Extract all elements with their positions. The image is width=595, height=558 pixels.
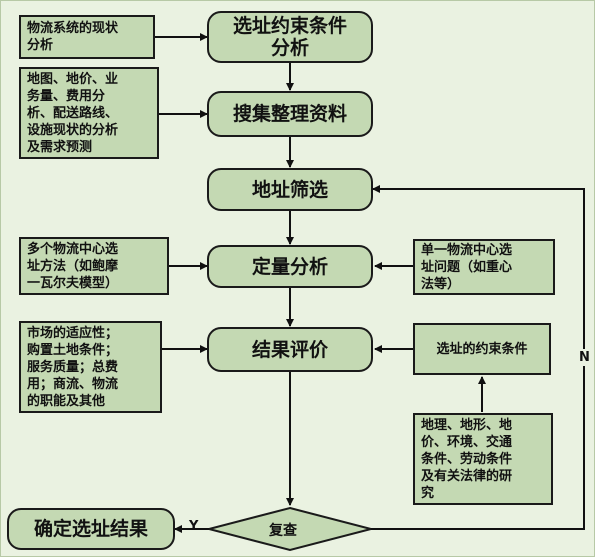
node-geo-factors-text: 地理、地形、地 价、环境、交通 条件、劳动条件 及有关法律的研 究 [421, 417, 513, 501]
node-site-screening: 地址筛选 [207, 168, 373, 211]
node-site-constraints: 选址的约束条件 [413, 323, 551, 375]
node-site-constraints-text: 选址的约束条件 [436, 341, 528, 357]
node-result-eval-text: 结果评价 [251, 338, 328, 361]
node-geo-factors: 地理、地形、地 价、环境、交通 条件、劳动条件 及有关法律的研 究 [413, 413, 553, 505]
node-site-screening-text: 地址筛选 [251, 178, 328, 201]
node-market-factors-text: 市场的适应性； 购置土地条件； 服务质量；总费 用；商流、物流 的职能及其他 [27, 325, 119, 409]
edge-label-yes: Y [189, 519, 199, 534]
edge-label-no: N [579, 349, 590, 366]
node-multi-center: 多个物流中心选 址方法（如鲍摩 一瓦尔夫模型） [19, 237, 169, 295]
node-market-factors: 市场的适应性； 购置土地条件； 服务质量；总费 用；商流、物流 的职能及其他 [19, 321, 162, 413]
node-data-inputs: 地图、地价、业 务量、费用分 析、配送路线、 设施现状的分析 及需求预测 [19, 67, 159, 159]
node-review-text: 复查 [269, 523, 297, 539]
node-constraint-analysis: 选址约束条件 分析 [207, 11, 373, 63]
node-single-center-text: 单一物流中心选 址问题（如重心 法等） [421, 242, 513, 292]
node-result-eval: 结果评价 [207, 327, 373, 372]
node-collect-data-text: 搜集整理资料 [232, 103, 347, 125]
node-current-analysis: 物流系统的现状 分析 [19, 15, 155, 59]
node-constraint-analysis-text: 选址约束条件 分析 [232, 15, 347, 59]
node-quantitative: 定量分析 [207, 245, 373, 288]
node-final-result: 确定选址结果 [7, 508, 175, 550]
review-diamond [205, 506, 375, 552]
node-collect-data: 搜集整理资料 [207, 91, 373, 137]
node-quantitative-text: 定量分析 [251, 255, 328, 278]
node-final-result-text: 确定选址结果 [33, 518, 148, 540]
node-data-inputs-text: 地图、地价、业 务量、费用分 析、配送路线、 设施现状的分析 及需求预测 [27, 71, 119, 155]
node-single-center: 单一物流中心选 址问题（如重心 法等） [413, 239, 555, 295]
node-multi-center-text: 多个物流中心选 址方法（如鲍摩 一瓦尔夫模型） [27, 241, 119, 291]
node-current-analysis-text: 物流系统的现状 分析 [27, 21, 119, 53]
